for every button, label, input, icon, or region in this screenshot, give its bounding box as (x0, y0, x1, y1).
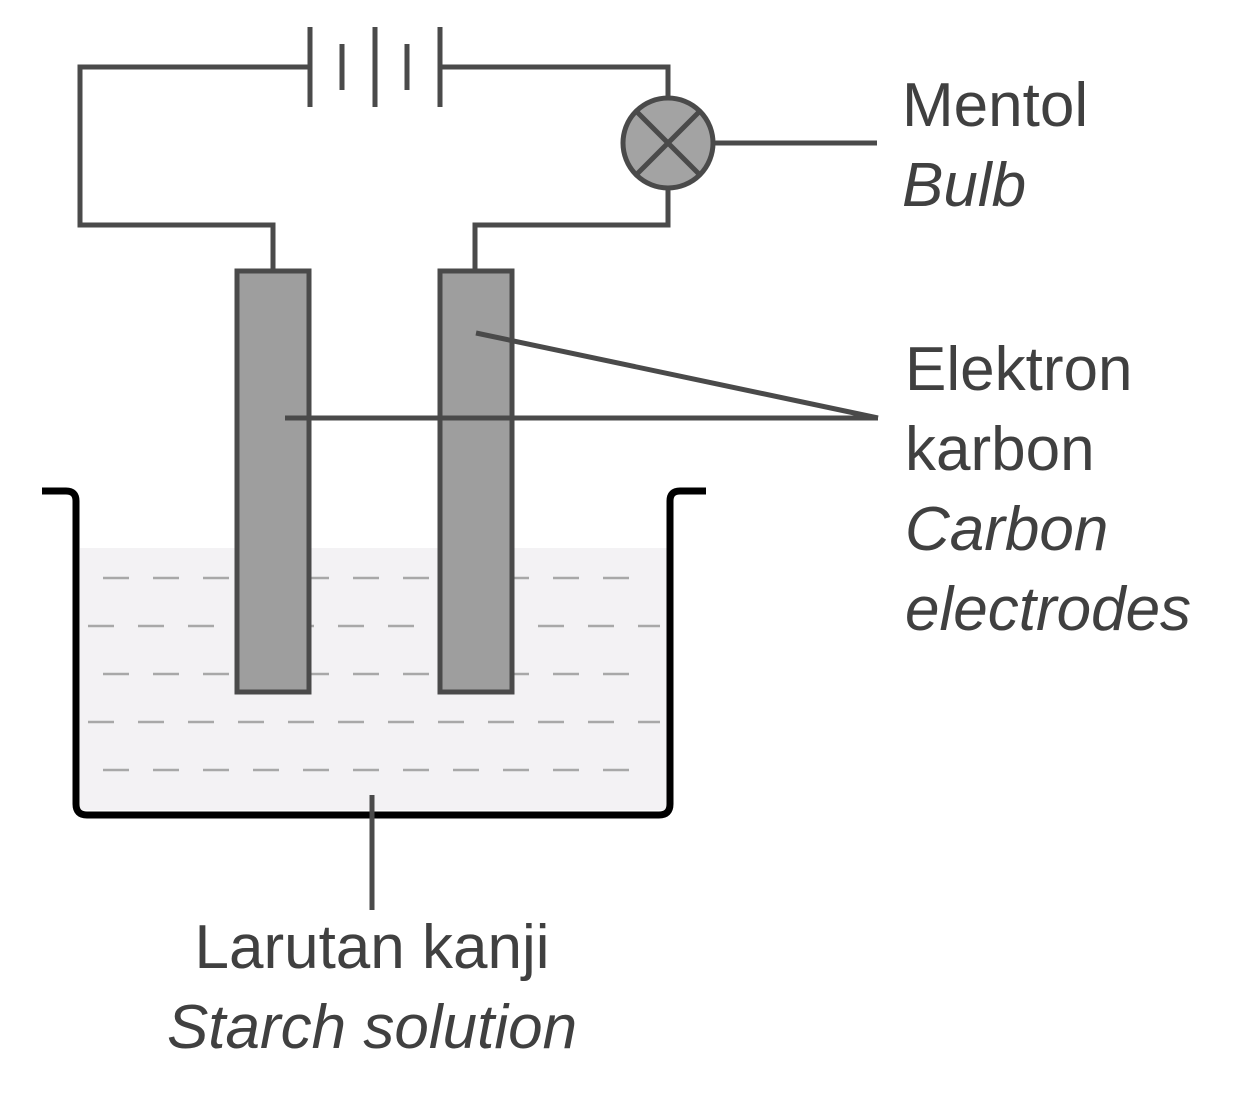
right-wire-bottom (472, 188, 671, 271)
solution-dash-lines (88, 576, 660, 772)
bulb-cross-2 (634, 109, 702, 177)
bulb (620, 95, 716, 191)
solution-label-malay: Larutan kanji (194, 913, 549, 982)
leader-lines (285, 140, 879, 910)
circuit-wires (77, 64, 671, 271)
solution-label-english: Starch solution (167, 993, 577, 1062)
electrodes-label-malay-1: Elektron (905, 335, 1132, 404)
bulb-label-malay: Mentol (902, 71, 1088, 140)
electrodes-label-english-1: Carbon (905, 495, 1108, 564)
left-wire (77, 64, 310, 271)
carbon-electrode-left (234, 268, 312, 695)
bulb-label-english: Bulb (902, 151, 1026, 220)
carbon-electrode-right (437, 268, 515, 695)
electrodes-label-english-2: electrodes (905, 575, 1191, 644)
labels: Mentol Bulb Elektron karbon Carbon elect… (167, 71, 1191, 1062)
electrode-leader-right (475, 330, 879, 421)
electrodes-label-malay-2: karbon (905, 415, 1095, 484)
starch-solution (80, 548, 670, 810)
battery (307, 27, 443, 107)
right-wire-top (440, 64, 671, 98)
